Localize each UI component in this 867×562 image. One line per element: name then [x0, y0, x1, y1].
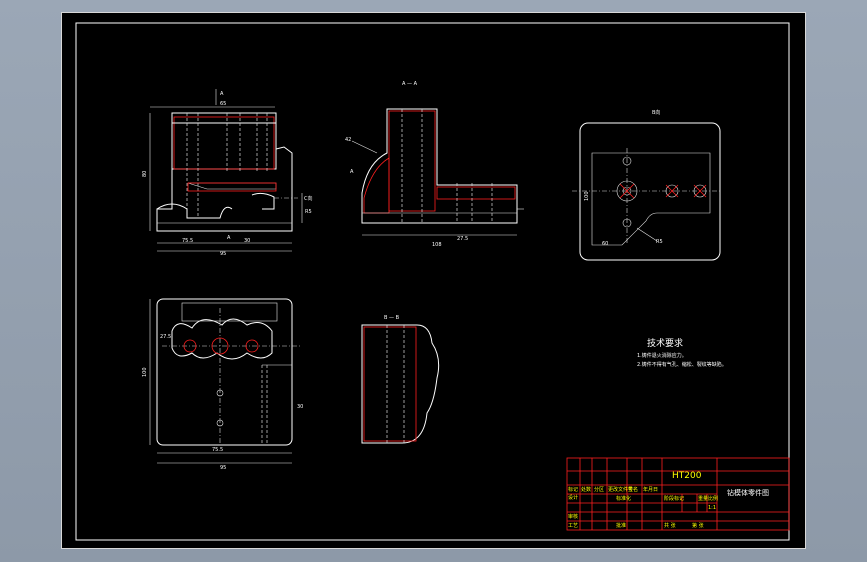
cad-drawing: A 65 80 75.5 A 30 95 R5 C向	[75, 22, 790, 541]
dim-d7: 100	[584, 191, 590, 201]
dim-d1: 65	[220, 101, 226, 107]
dim-d4: 95	[220, 251, 226, 257]
dim-top-total: 95	[220, 465, 226, 471]
dim-d11: R5	[305, 209, 312, 215]
tech-line-2: 2.铸件不得有气孔、缩松、裂纹等缺陷。	[637, 361, 727, 368]
material-text: HT200	[672, 471, 702, 481]
col-date: 年月日	[643, 486, 658, 493]
dim-d3: 30	[244, 238, 250, 244]
front-view-label: A	[220, 91, 224, 97]
inner-frame	[75, 22, 790, 541]
dim-d5: 75.5	[182, 238, 193, 244]
tech-requirements: 技术要求 1.铸件退火消除应力。 2.铸件不得有气孔、缩松、裂纹等缺陷。	[637, 337, 727, 368]
front-view-a-label: A	[227, 235, 231, 241]
sheets-label: 共 张	[664, 522, 676, 529]
weight-label: 重量	[698, 495, 708, 502]
col-zone: 分区	[594, 486, 604, 493]
drawing-sheet: A 65 80 75.5 A 30 95 R5 C向	[61, 12, 806, 549]
col-sign: 签名	[628, 486, 638, 493]
dim-r: R5	[656, 239, 663, 245]
section-bb: B — B	[361, 315, 440, 444]
tech-title: 技术要求	[647, 337, 683, 349]
part-name: 钻模体零件图	[727, 488, 769, 497]
row-mark: 标记	[568, 486, 578, 493]
approve-label: 批准	[616, 522, 626, 529]
scale-label: 比例	[708, 495, 718, 502]
scale-value: 1:1	[708, 505, 716, 511]
dim-top-left: 27.5	[160, 334, 171, 340]
row-process: 工艺	[568, 523, 578, 529]
section-bb-label: B — B	[384, 315, 400, 321]
section-aa: A — A 42 A 108 27.5	[345, 81, 524, 248]
front-view: A 65 80 75.5 A 30 95 R5 C向	[142, 89, 313, 257]
stage-label: 阶段标记	[664, 495, 684, 502]
dim-top-height: 100	[142, 367, 148, 377]
dim-d9: 27.5	[457, 236, 468, 242]
col-count: 处数	[581, 486, 591, 493]
aux-view-b: B向 100 60 R5	[572, 109, 722, 261]
dim-d2: 80	[142, 171, 148, 177]
sheet-label: 第 张	[692, 522, 704, 529]
dim-d10: 42	[345, 137, 351, 143]
title-block: HT200 钻模体零件图 标记 设计 审核 工艺 处数 分区 更改文件号 签名 …	[566, 457, 790, 531]
standard-label: 标准化	[616, 495, 631, 502]
top-view: 100 30 75.5 95 27.5	[142, 298, 303, 471]
c-view-label: C向	[304, 195, 313, 202]
aux-view-label: B向	[652, 109, 660, 116]
tech-line-1: 1.铸件退火消除应力。	[637, 352, 687, 359]
section-aa-b-label: A	[350, 169, 354, 175]
row-design: 设计	[568, 494, 578, 501]
col-change: 更改文件号	[608, 486, 633, 493]
dim-top-width: 75.5	[212, 447, 223, 453]
dim-d6: 108	[432, 242, 442, 248]
dim-top-right: 30	[297, 404, 303, 410]
row-review: 审核	[568, 513, 578, 520]
dim-d8: 60	[602, 241, 608, 247]
section-aa-label: A — A	[402, 81, 418, 87]
